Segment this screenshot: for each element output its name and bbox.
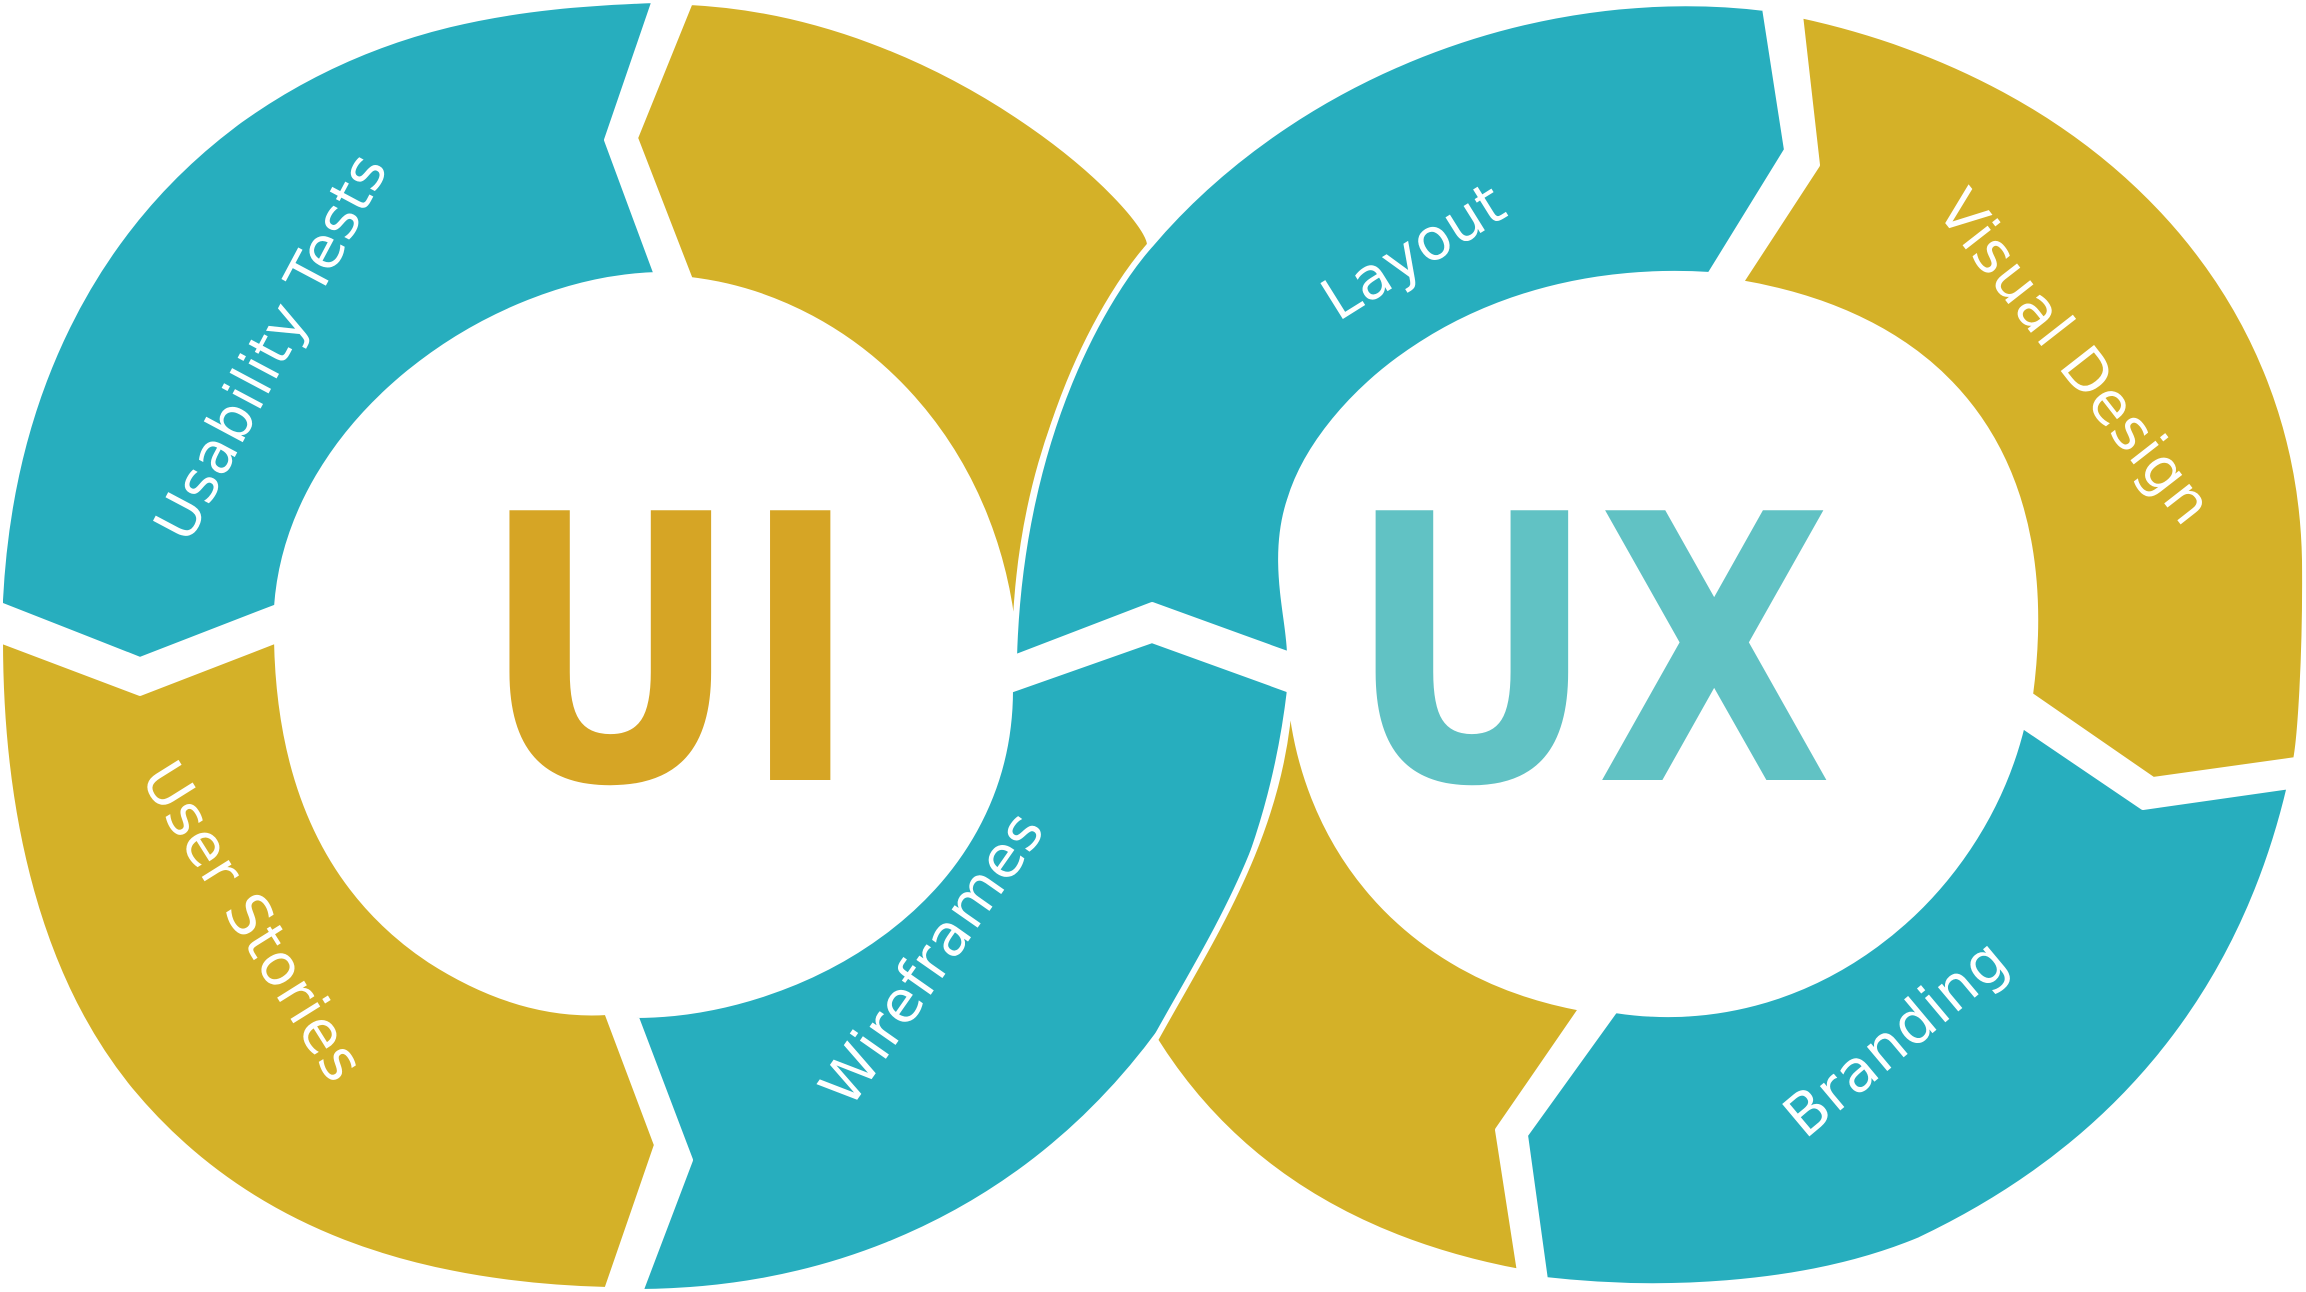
segment-ux-branding: [1522, 722, 2293, 1290]
segment-ux-layout: [1011, 0, 1790, 661]
ui-center-title: UI: [480, 438, 860, 868]
segment-ui-user-stories: [0, 637, 660, 1292]
segment-ux-fourth: [1152, 685, 1585, 1275]
center-titles: UI UX: [480, 438, 1833, 868]
segment-ux-visual-design: [1737, 12, 2306, 783]
segment-ui-usability-tests: [0, 0, 660, 663]
ux-center-title: UX: [1348, 438, 1833, 868]
